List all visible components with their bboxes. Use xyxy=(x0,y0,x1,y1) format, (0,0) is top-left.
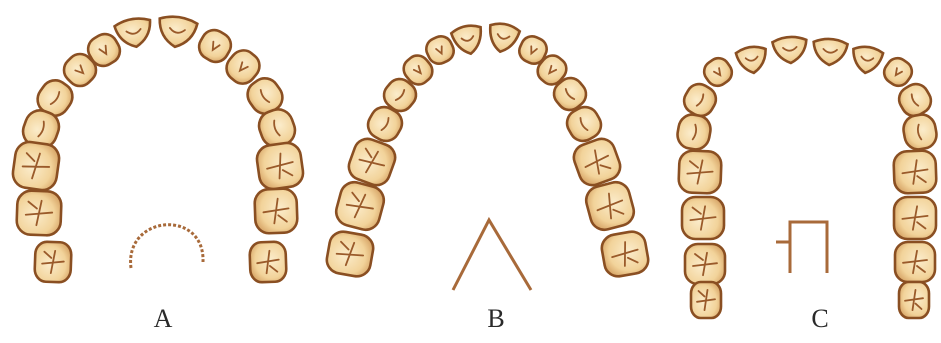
arch-c-tooth-18 xyxy=(899,282,929,318)
arch-a-tooth-2 xyxy=(156,15,198,50)
arch-c-square xyxy=(675,36,938,318)
arch-a-tooth-1 xyxy=(114,16,154,50)
arch-b-tooth-11 xyxy=(345,135,399,189)
arch-b-tooth-16 xyxy=(600,229,651,278)
arch-a-tooth-11 xyxy=(11,140,61,192)
arch-c-tooth-12 xyxy=(893,150,936,193)
arch-c-tooth-10 xyxy=(901,112,938,151)
arch-a-tooth-12 xyxy=(255,141,305,191)
arch-c-tooth-1 xyxy=(735,45,768,75)
arch-a-tooth-15 xyxy=(34,241,71,282)
panel-label-b: B xyxy=(476,304,516,334)
arch-b-tooth-12 xyxy=(570,135,624,189)
round-arch-schematic-icon xyxy=(131,225,203,268)
arch-c-tooth-15 xyxy=(685,244,725,284)
arch-c-tooth-4 xyxy=(850,45,883,75)
arch-c-tooth-2 xyxy=(772,36,808,64)
arch-a-tooth-14 xyxy=(254,188,298,233)
arch-b-tooth-14 xyxy=(583,179,637,233)
arch-b-tapered xyxy=(325,21,651,278)
arch-c-tooth-16 xyxy=(895,242,935,282)
arch-c-tooth-3 xyxy=(812,38,848,66)
arch-b-tooth-2 xyxy=(485,21,520,55)
arch-a-tooth-16 xyxy=(249,241,286,282)
arch-a-tooth-13 xyxy=(16,190,62,236)
arch-c-tooth-9-crown xyxy=(675,112,712,151)
arch-c-tooth-10-crown xyxy=(901,112,938,151)
arch-c-tooth-14 xyxy=(894,197,936,239)
arch-c-tooth-11 xyxy=(678,150,721,193)
panel-label-a: A xyxy=(143,304,183,334)
tapered-arch-schematic-icon xyxy=(453,220,531,290)
square-arch-schematic-icon xyxy=(776,222,827,273)
arch-a-round xyxy=(11,15,305,283)
arch-b-tooth-1 xyxy=(450,23,485,57)
arch-c-tooth-13 xyxy=(682,197,724,239)
arch-c-tooth-9 xyxy=(675,112,712,151)
panel-label-c: C xyxy=(800,304,840,334)
arch-b-tooth-15 xyxy=(325,229,376,278)
arch-c-tooth-17 xyxy=(691,282,721,318)
arch-b-tooth-13 xyxy=(333,179,387,233)
